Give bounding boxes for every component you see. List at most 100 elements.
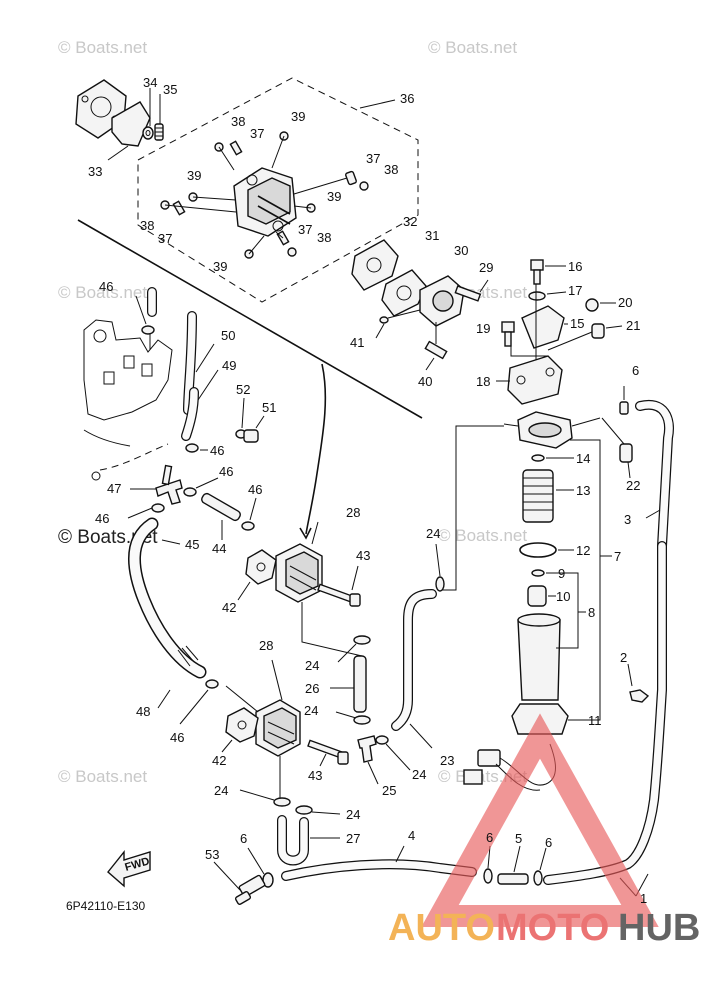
- callout-label: 51: [262, 400, 276, 415]
- t-joint-25: [357, 735, 379, 785]
- pin-41: [375, 309, 421, 339]
- callout-label: 17: [568, 283, 582, 298]
- o-ring-12: [519, 542, 574, 558]
- callout-label: 16: [568, 259, 582, 274]
- callout-label: 46: [210, 443, 224, 458]
- callout-label: 12: [576, 543, 590, 558]
- callout-label: 26: [305, 681, 319, 696]
- callout-label: 50: [221, 328, 235, 343]
- callout-label: 46: [95, 511, 109, 526]
- grommet-22: [619, 443, 633, 479]
- connector-53: [213, 861, 266, 905]
- callout-label: 7: [614, 549, 621, 564]
- callout-label: 14: [576, 451, 590, 466]
- bolt-16: [530, 259, 566, 285]
- hose-44: [201, 492, 241, 540]
- filter-head: [503, 411, 601, 449]
- watermark-text: © Boats.net: [438, 526, 527, 545]
- hose-27: [277, 815, 340, 866]
- section-divider: [77, 219, 423, 419]
- screw-35: [154, 123, 164, 141]
- clip-46-e: [241, 497, 257, 531]
- callout-label: 2: [620, 650, 627, 665]
- callout-label: 6: [632, 363, 639, 378]
- callout-label: 29: [479, 260, 493, 275]
- fuel-pump-36: [233, 167, 297, 237]
- callout-label: 22: [626, 478, 640, 493]
- hose-4: [281, 845, 477, 881]
- callout-label: 53: [205, 847, 219, 862]
- screw-29: [454, 279, 489, 302]
- callout-label: 4: [408, 828, 415, 843]
- callout-label: 44: [212, 541, 226, 556]
- clip-46-b: [185, 443, 208, 453]
- callout-label: 49: [222, 358, 236, 373]
- hose-3: [635, 399, 674, 551]
- clamp-20: [585, 298, 616, 312]
- callout-label: 43: [356, 548, 370, 563]
- callout-label: 46: [99, 279, 113, 294]
- callout-label: 37: [366, 151, 380, 166]
- float-10: [527, 585, 556, 607]
- washer-9: [531, 569, 556, 577]
- clip-24-c: [335, 711, 371, 725]
- washer-17: [528, 291, 567, 301]
- callout-label: 30: [454, 243, 468, 258]
- clip-46-c: [183, 477, 219, 497]
- washer-34: [142, 126, 154, 140]
- callout-label: 24: [426, 526, 440, 541]
- callout-label: 28: [346, 505, 360, 520]
- callout-label: 39: [213, 259, 227, 274]
- bolt-19: [501, 321, 515, 347]
- callout-label: 20: [618, 295, 632, 310]
- callout-label: 24: [346, 807, 360, 822]
- callout-label: 41: [350, 335, 364, 350]
- callout-label: 1: [640, 891, 647, 906]
- callout-label: 37: [250, 126, 264, 141]
- callout-label: 46: [219, 464, 233, 479]
- hose-26: [330, 655, 367, 713]
- callout-label: 36: [400, 91, 414, 106]
- callout-label: 24: [305, 658, 319, 673]
- callout-label: 45: [185, 537, 199, 552]
- callout-label: 21: [626, 318, 640, 333]
- callout-label: 6: [240, 831, 247, 846]
- callout-label: 18: [476, 374, 490, 389]
- callout-label: 40: [418, 374, 432, 389]
- fwd-arrow: FWD: [107, 850, 151, 888]
- brand-part-1: AUTO: [388, 907, 495, 949]
- clip-24-b: [337, 635, 371, 663]
- callout-label: 13: [576, 483, 590, 498]
- callout-label: 24: [412, 767, 426, 782]
- o-ring-14: [531, 454, 545, 462]
- fuel-pump-28-lower: [225, 659, 301, 757]
- callout-labels: 34 35 36 33 39 38 37 37 38 39 39 38 37 3…: [88, 75, 647, 906]
- plate-31: [381, 269, 427, 317]
- callout-label: 23: [440, 753, 454, 768]
- bracket-15: [521, 305, 568, 349]
- callout-label: 47: [107, 481, 121, 496]
- watermark-text: © Boats.net: [58, 767, 147, 786]
- clip-24-d: [375, 735, 411, 771]
- callout-label: 46: [170, 730, 184, 745]
- clip-46-d: [127, 503, 165, 519]
- callout-label: 42: [212, 753, 226, 768]
- callout-label: 9: [558, 566, 565, 581]
- group-bracket-7: [570, 439, 601, 721]
- callout-label: 25: [382, 783, 396, 798]
- callout-label: 8: [588, 605, 595, 620]
- callout-label: 39: [187, 168, 201, 183]
- box-fittings: [160, 131, 369, 259]
- plug-51: [243, 415, 265, 443]
- gasket-32: [351, 239, 399, 291]
- callout-label: 32: [403, 214, 417, 229]
- hose-48: [128, 517, 207, 679]
- filter-element-13: [522, 469, 574, 523]
- engine-block-sketch: [83, 319, 173, 447]
- group-bracket-8: [556, 572, 579, 649]
- callout-label: 24: [214, 783, 228, 798]
- callout-label: 43: [308, 768, 322, 783]
- watermark-text: © Boats.net: [58, 38, 147, 57]
- callout-label: 48: [136, 704, 150, 719]
